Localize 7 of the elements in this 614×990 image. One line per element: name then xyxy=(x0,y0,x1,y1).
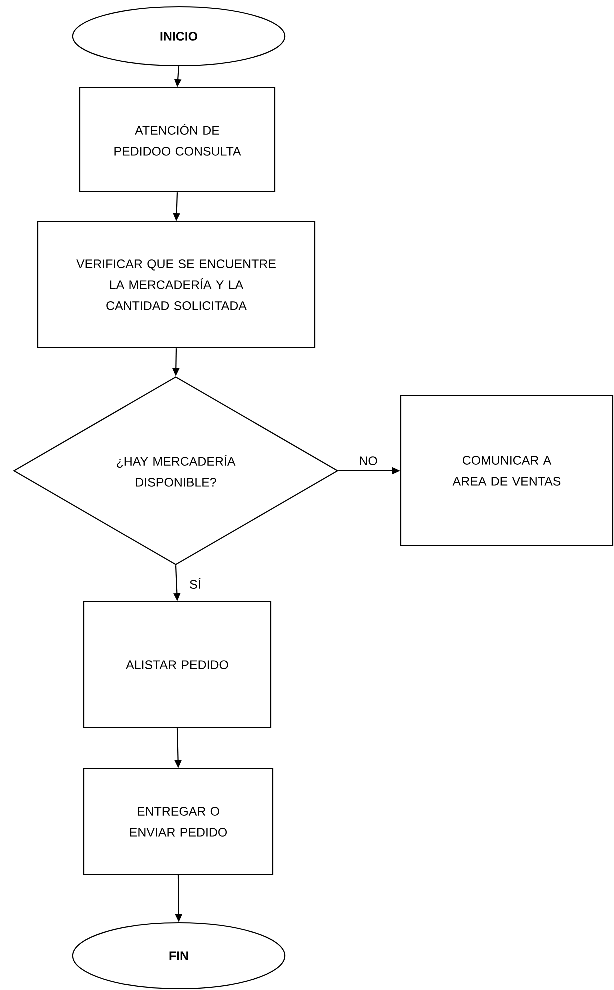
edge-label: SÍ xyxy=(188,577,202,590)
process-box: COMUNICAR A AREA DE VENTAS xyxy=(400,395,614,547)
process-box: ENTREGAR O ENVIAR PEDIDO xyxy=(83,768,274,876)
process-box: ATENCIÓN DE PEDIDOO CONSULTA xyxy=(79,87,276,193)
process-box: ALISTAR PEDIDO xyxy=(83,601,272,729)
process-box: VERIFICAR QUE SE ENCUENTRE LA MERCADERÍA Y LA CANTIDAD SOLICITADA xyxy=(37,221,316,349)
edge-label: NO xyxy=(358,456,379,466)
